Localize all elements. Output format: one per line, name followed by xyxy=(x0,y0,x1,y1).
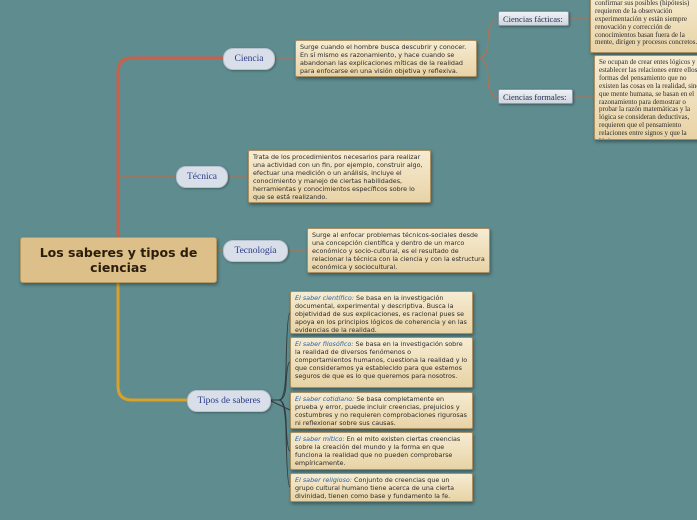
link-root-tipos xyxy=(116,281,187,402)
saber-cotidiano-text: Se basa completamente en prueba y error,… xyxy=(295,395,468,427)
sub-ciencias-formales[interactable]: Ciencias formales: xyxy=(498,89,573,104)
branch-ciencia-label: Ciencia xyxy=(234,54,264,64)
saber-cotidiano-lead: El saber cotidiano: xyxy=(295,395,355,403)
branch-tecnologia[interactable]: Tecnología xyxy=(223,240,288,262)
tecnologia-card[interactable]: Surge al enfocar problemas técnicos-soci… xyxy=(307,228,490,273)
saber-cientifico-text: Se basa en la investigación documental, … xyxy=(295,294,467,334)
sub-ciencias-facticas[interactable]: Ciencias fácticas: xyxy=(498,11,569,26)
saber-cotidiano-card[interactable]: El saber cotidiano: Se basa completament… xyxy=(290,392,473,429)
link-card-facticas xyxy=(476,18,499,59)
tecnica-card-text: Trata de los procedimientos necesarios p… xyxy=(253,153,423,201)
saber-filosofico-card[interactable]: El saber filosófico: Se basa en la inves… xyxy=(290,337,473,388)
saber-filosofico-lead: El saber filosófico: xyxy=(295,340,354,348)
ciencias-formales-card-text: Se ocupan de crear entes lógicos y estab… xyxy=(599,58,697,139)
sub-ciencias-formales-label: Ciencias formales: xyxy=(503,91,567,102)
saber-cientifico-card[interactable]: El saber científico: Se basa en la inves… xyxy=(290,291,473,334)
tecnologia-card-text: Surge al enfocar problemas técnicos-soci… xyxy=(312,231,485,271)
root-title: Los saberes y tipos de ciencias xyxy=(39,245,198,275)
ciencia-card-text: Surge cuando el hombre busca descubrir y… xyxy=(300,43,467,75)
branch-tipos-de-saberes[interactable]: Tipos de saberes xyxy=(187,390,271,412)
link-tipos-items xyxy=(268,312,291,488)
branch-tecnica[interactable]: Técnica xyxy=(176,166,228,188)
sub-ciencias-facticas-label: Ciencias fácticas: xyxy=(503,13,563,24)
ciencias-facticas-card[interactable]: y objeto de la realidad objetivo, para c… xyxy=(590,0,697,53)
saber-filosofico-text: Se basa en la investigación sobre la rea… xyxy=(295,340,468,380)
saber-mitico-lead: El saber mítico: xyxy=(295,435,345,443)
branch-tecnologia-label: Tecnología xyxy=(234,246,277,256)
tecnica-card[interactable]: Trata de los procedimientos necesarios p… xyxy=(248,150,431,203)
saber-cientifico-lead: El saber científico: xyxy=(295,294,354,302)
saber-religioso-lead: El saber religioso: xyxy=(295,476,352,484)
link-root-ciencia xyxy=(116,56,223,237)
saber-mitico-text: En el mito existen ciertas creencias sob… xyxy=(295,435,461,467)
branch-tipos-label: Tipos de saberes xyxy=(197,396,261,406)
ciencia-card[interactable]: Surge cuando el hombre busca descubrir y… xyxy=(295,40,477,77)
root-topic[interactable]: Los saberes y tipos de ciencias xyxy=(20,237,217,283)
ciencias-formales-card[interactable]: Se ocupan de crear entes lógicos y estab… xyxy=(594,55,697,140)
branch-tecnica-label: Técnica xyxy=(186,172,218,182)
saber-mitico-card[interactable]: El saber mítico: En el mito existen cier… xyxy=(290,432,473,470)
branch-ciencia[interactable]: Ciencia xyxy=(223,48,275,70)
link-card-formales xyxy=(476,57,499,98)
ciencias-facticas-card-text: y objeto de la realidad objetivo, para c… xyxy=(595,0,697,47)
saber-religioso-text: Conjunto de creencias que un grupo cultu… xyxy=(295,476,455,500)
saber-religioso-card[interactable]: El saber religioso: Conjunto de creencia… xyxy=(290,473,473,502)
